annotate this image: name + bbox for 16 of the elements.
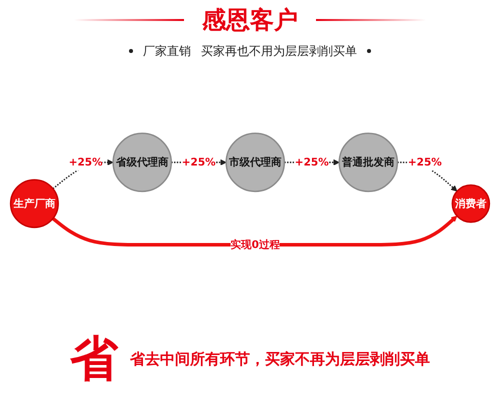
headline-character: 省 bbox=[70, 331, 118, 387]
edge-label: +25% bbox=[68, 156, 103, 168]
edge-label: +25% bbox=[408, 156, 442, 168]
node-circle: 生产厂商 bbox=[10, 179, 59, 228]
slogan-text: 省去中间所有环节，买家不再为层层剥削买单 bbox=[130, 350, 430, 368]
edge-label: +25% bbox=[294, 156, 329, 168]
subtitle-text: 买家再也不用为层层剥削买单 bbox=[201, 42, 357, 60]
node-circle: 省级代理商 bbox=[112, 132, 172, 192]
arrow bbox=[52, 216, 458, 247]
node-circle: 消费者 bbox=[452, 184, 490, 223]
edge-label: 实现0过程 bbox=[230, 238, 280, 251]
subtitle-text: 厂家直销 bbox=[143, 42, 191, 60]
edge-label: +25% bbox=[182, 156, 216, 168]
node-circle: 普通批发商 bbox=[338, 132, 398, 192]
title: 感恩客户 bbox=[202, 5, 298, 36]
node-circle: 市级代理商 bbox=[226, 132, 285, 192]
